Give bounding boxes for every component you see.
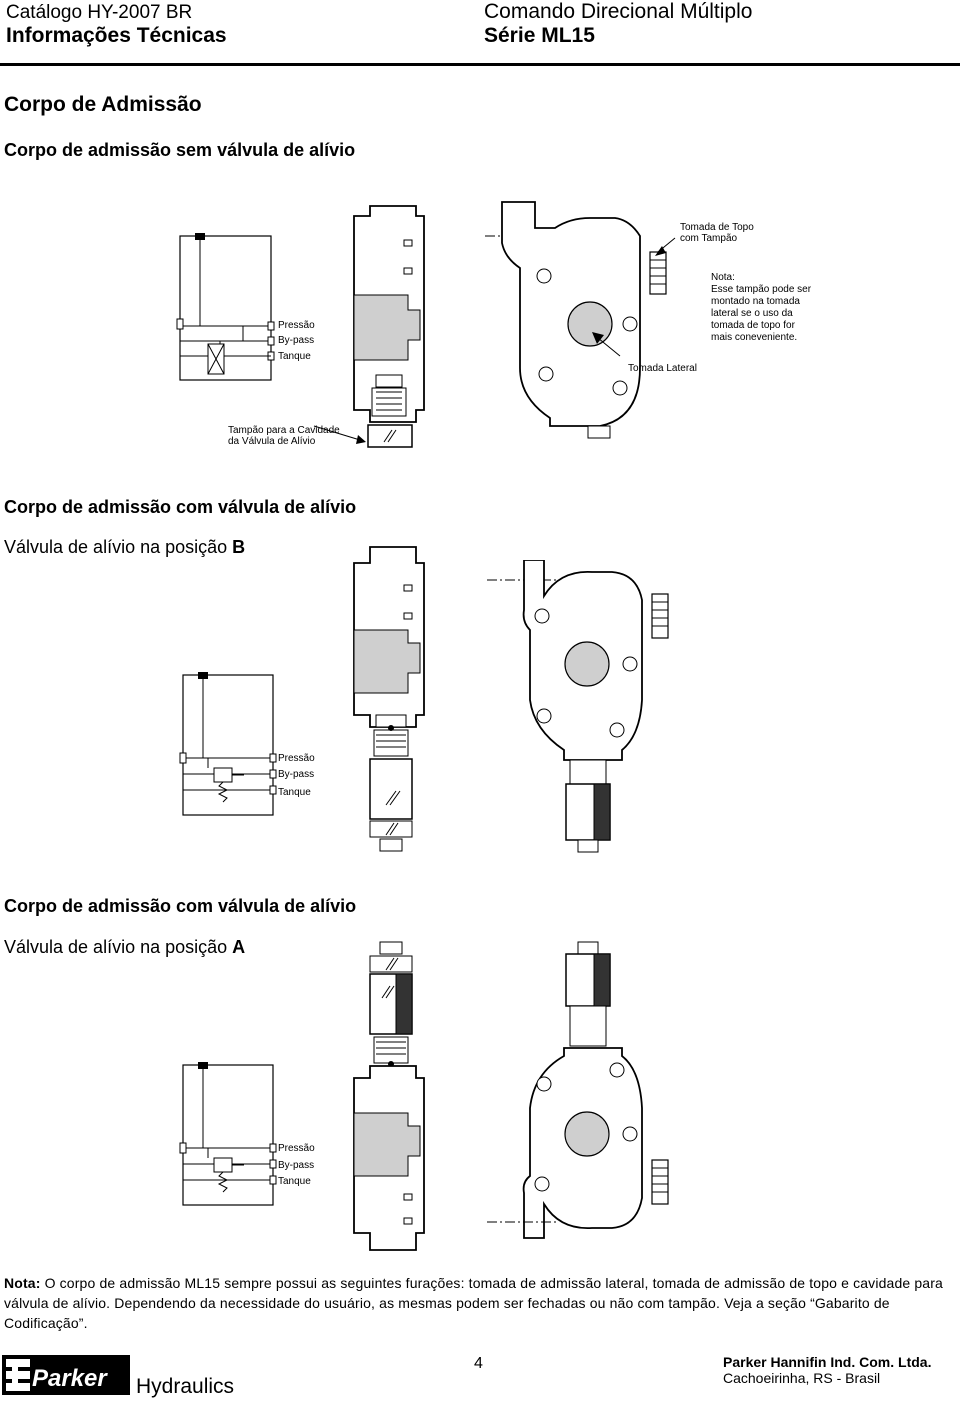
- header-divider: [0, 63, 960, 66]
- top-port-note-line-3: montado na tomada: [711, 296, 800, 307]
- footnote-label: Nota:: [4, 1275, 41, 1291]
- product-name: Comando Direcional Múltiplo: [484, 0, 753, 23]
- section-2-subtitle-text: Válvula de alívio na posição: [4, 537, 233, 557]
- schematic-1-label-bypass: By-pass: [278, 335, 315, 346]
- section-3-subtitle: Válvula de alívio na posição A: [4, 937, 245, 958]
- schematic-1-label-pressure: Pressão: [278, 320, 315, 331]
- top-port-line-1: Tomada de Topo: [680, 222, 754, 233]
- section-3-position: A: [232, 937, 246, 957]
- series-name: Série ML15: [484, 24, 595, 47]
- side-port-callout: Tomada Lateral: [628, 363, 697, 374]
- catalog-code: Catálogo HY-2007 BR: [6, 2, 193, 23]
- inlet-body-front-view-2: [487, 560, 669, 853]
- top-port-note-line-5: tomada de topo for: [711, 320, 795, 331]
- division-text: Hydraulics: [136, 1375, 234, 1398]
- page-title: Corpo de Admissão: [4, 93, 202, 116]
- schematic-2-label-bypass: By-pass: [278, 769, 315, 780]
- section-2-subtitle: Válvula de alívio na posição B: [4, 537, 245, 558]
- top-port-note-line-4: lateral se o uso da: [711, 308, 793, 319]
- section-3-subtitle-text: Válvula de alívio na posição: [4, 937, 233, 957]
- parker-brand-text: Parker: [32, 1365, 108, 1392]
- cavity-plug-arrow: [313, 425, 366, 444]
- inlet-body-side-view-2: [353, 546, 425, 852]
- section-name: Informações Técnicas: [6, 24, 227, 47]
- top-port-note: Nota: Esse tampão pode ser montado na to…: [711, 272, 811, 344]
- page-number: 4: [474, 1355, 483, 1372]
- parker-logo-mark: Parker Hydraulics: [2, 1355, 234, 1398]
- footnote-text: O corpo de admissão ML15 sempre possui a…: [4, 1275, 943, 1331]
- schematic-1-label-tank: Tanque: [278, 351, 311, 362]
- top-port-note-label: Nota:: [711, 272, 735, 283]
- schematic-1: [176, 233, 275, 381]
- cavity-plug-line-2: da Válvula de Alívio: [228, 436, 316, 447]
- cavity-plug-line-1: Tampão para a Cavidade: [228, 425, 340, 436]
- top-port-note-line-2: Esse tampão pode ser: [711, 284, 812, 295]
- top-port-note-line-6: mais coneveniente.: [711, 332, 798, 343]
- section-3-title: Corpo de admissão com válvula de alívio: [4, 896, 357, 916]
- schematic-3-label-tank: Tanque: [278, 1176, 311, 1187]
- schematic-2: [179, 672, 277, 816]
- section-1-title: Corpo de admissão sem válvula de alívio: [4, 140, 356, 160]
- company-name: Parker Hannifin Ind. Com. Ltda.: [723, 1354, 932, 1370]
- schematic-2-label-tank: Tanque: [278, 787, 311, 798]
- cavity-plug-callout: Tampão para a Cavidade da Válvula de Alí…: [228, 425, 340, 447]
- inlet-body-side-view-1: [353, 205, 425, 448]
- top-port-callout: Tomada de Topo com Tampão: [680, 222, 754, 244]
- section-2-title: Corpo de admissão com válvula de alívio: [4, 497, 357, 517]
- footnote: Nota: O corpo de admissão ML15 sempre po…: [4, 1273, 956, 1333]
- company-location: Cachoeirinha, RS - Brasil: [723, 1370, 881, 1386]
- section-2-position: B: [232, 537, 246, 557]
- inlet-body-front-view-3: [487, 941, 669, 1239]
- parker-logo: Parker Hydraulics: [2, 1355, 252, 1406]
- schematic-3-label-bypass: By-pass: [278, 1160, 315, 1171]
- inlet-body-side-view-3: [353, 941, 425, 1251]
- inlet-body-front-view-1: [485, 201, 676, 439]
- schematic-3: [179, 1062, 277, 1206]
- top-port-line-2: com Tampão: [680, 233, 738, 244]
- schematic-2-label-pressure: Pressão: [278, 753, 315, 764]
- schematic-3-label-pressure: Pressão: [278, 1143, 315, 1154]
